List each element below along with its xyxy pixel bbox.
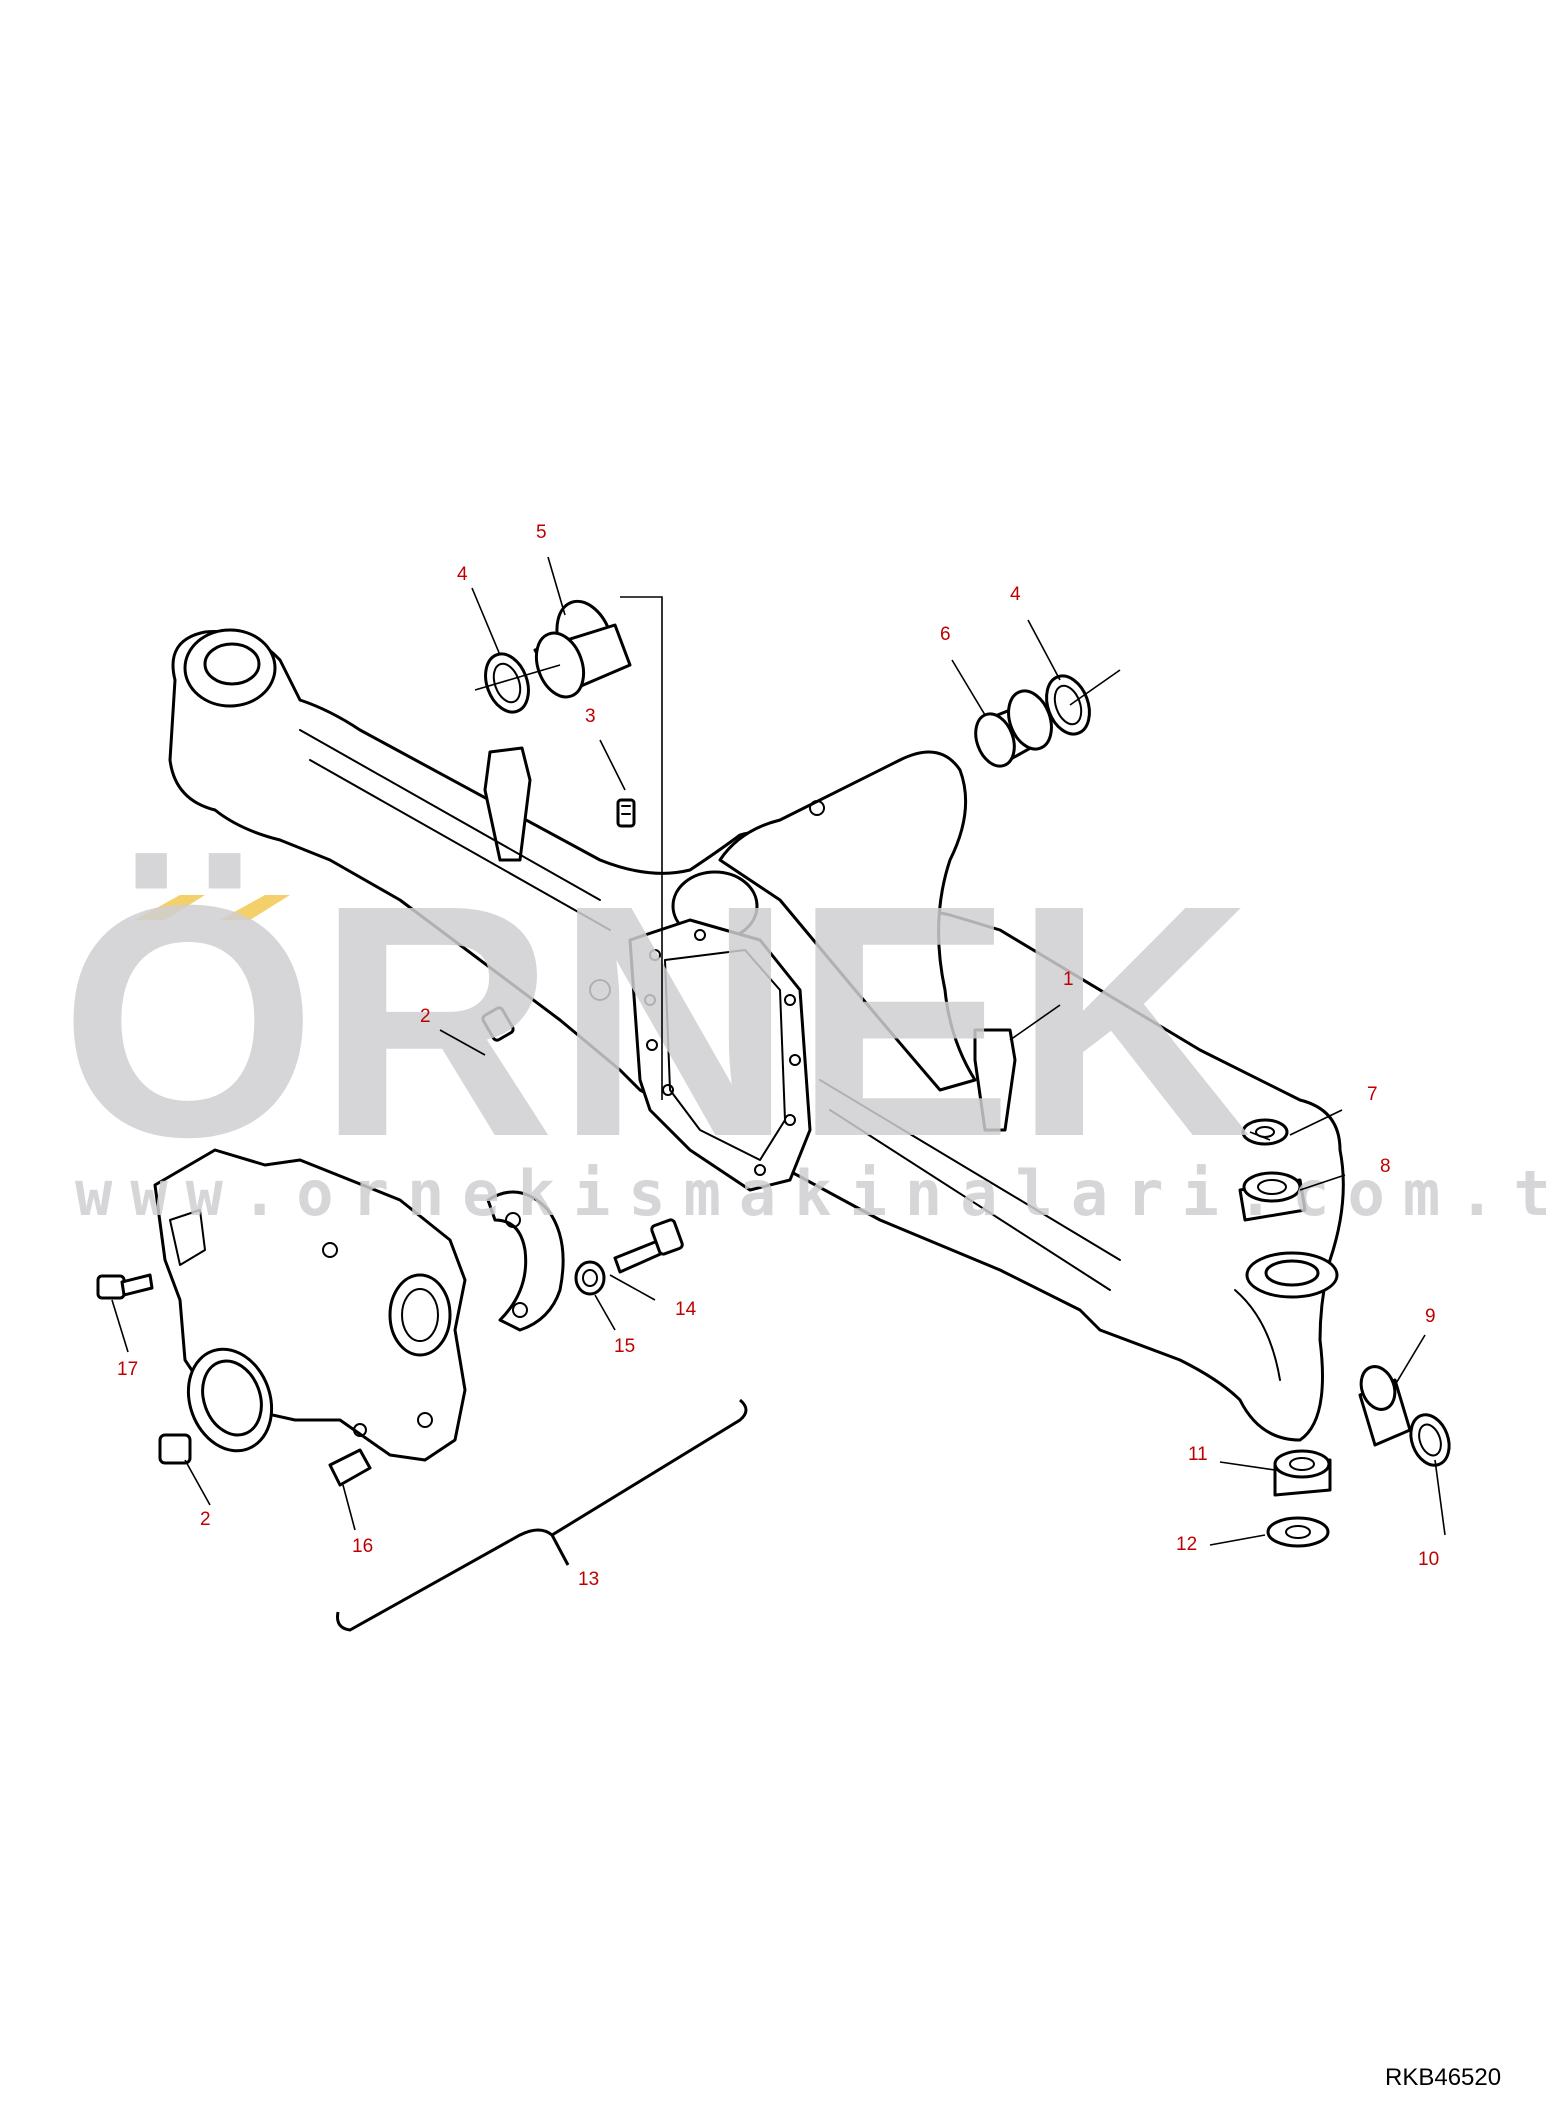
bush-15 [574,1260,606,1296]
callout-1: 1 [1063,969,1074,990]
callout-2-lower: 2 [200,1509,211,1530]
watermark-url: www.ornekismakinalari.com.tr [75,1157,1550,1230]
hub-housing [153,1148,467,1462]
callout-4-left: 4 [457,564,468,585]
callout-13: 13 [578,1569,599,1590]
callout-6: 6 [940,624,951,645]
clamp-bracket [486,1190,565,1332]
bushing-6 [974,689,1053,768]
bushing-8 [1238,1171,1307,1222]
watermark: ÖRNEK www.ornekismakinalari.com.tr [60,836,1550,1230]
callout-7: 7 [1367,1084,1378,1105]
watermark-accent-mark-left [135,895,205,920]
leader-lines [111,556,1446,1632]
callout-12: 12 [1176,1534,1197,1555]
plug-2-upper [481,1006,515,1042]
washer-12 [1266,1516,1330,1548]
callout-14: 14 [675,1299,697,1320]
callout-9: 9 [1425,1306,1436,1327]
bolt-14 [613,1218,684,1274]
callout-17: 17 [117,1359,138,1380]
callout-4-right: 4 [1010,584,1021,605]
bushing-11 [1273,1449,1332,1497]
callout-16: 16 [352,1536,373,1557]
watermark-accent-mark-right [220,895,290,920]
pin-16 [328,1448,372,1487]
axle-beam [168,628,1345,1442]
washer-7 [1241,1118,1289,1146]
seal-10 [1409,1413,1451,1467]
callout-5: 5 [536,522,547,543]
callout-2-upper: 2 [420,1006,431,1027]
seal-4-left [484,652,530,714]
callout-10: 10 [1418,1549,1439,1570]
grease-nipple-3 [616,798,636,828]
bushing-9 [1358,1365,1412,1447]
bolt-17 [96,1273,154,1300]
flange-bolt-holes [644,929,801,1176]
drawing-code: RKB46520 [1385,2064,1501,2091]
watermark-brand: ÖRNEK [60,836,1252,1205]
bushing-5 [533,599,632,699]
callouts: 1 2 2 3 4 4 5 6 7 8 9 10 11 12 13 14 15 … [117,522,1439,1590]
callout-3: 3 [585,706,596,727]
plug-2-lower [158,1433,192,1465]
callout-11: 11 [1188,1444,1208,1465]
callout-15: 15 [614,1336,635,1357]
callout-8: 8 [1380,1156,1391,1177]
seal-4-right [1045,674,1091,736]
